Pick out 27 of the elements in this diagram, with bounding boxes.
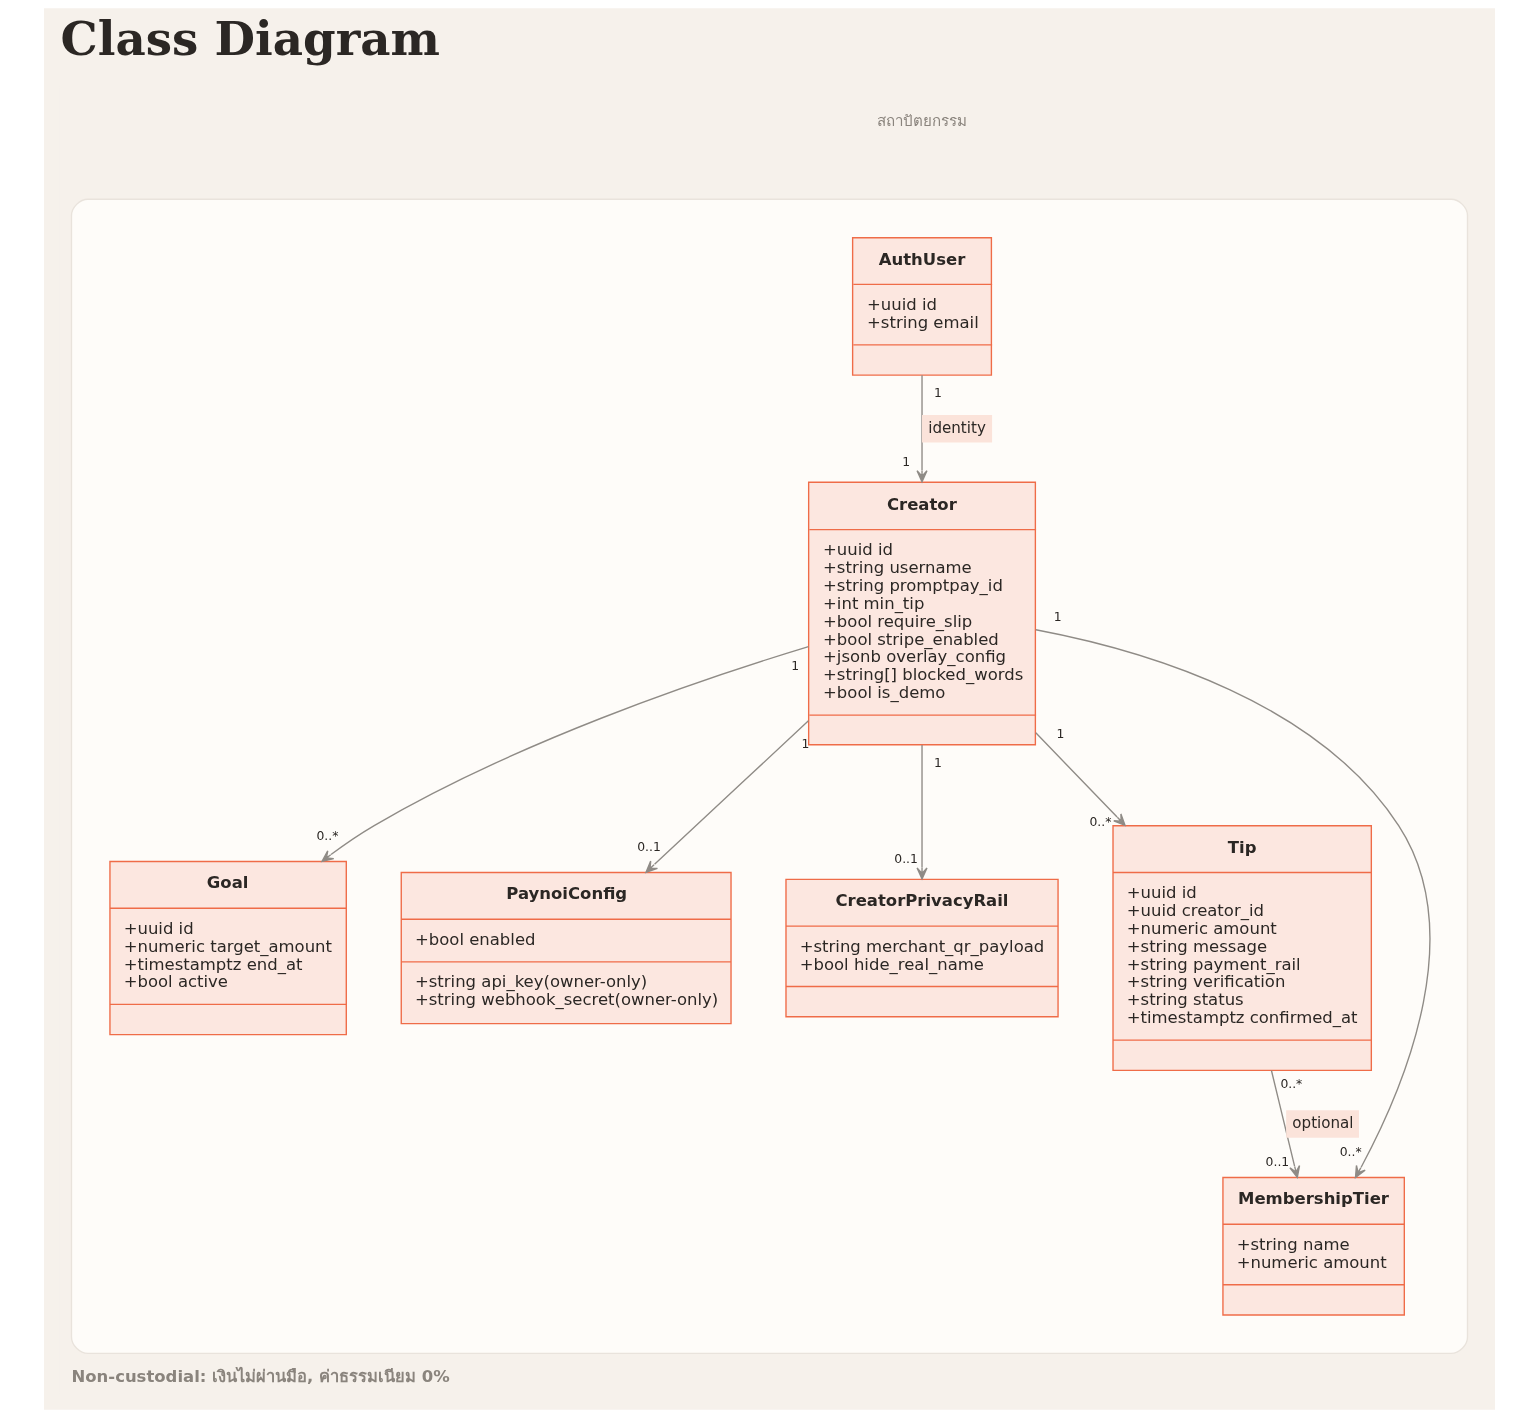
label: 1 xyxy=(801,737,810,752)
label: 1 xyxy=(791,659,800,674)
label: 0..* xyxy=(1339,1145,1362,1160)
label: 1 xyxy=(933,386,942,401)
cluster xyxy=(70,198,1469,1355)
arrow xyxy=(1035,629,1431,1179)
label: 0..1 xyxy=(637,839,661,854)
label: สถาปัตยกรรม xyxy=(877,112,968,131)
edge-label: optional xyxy=(1292,1113,1354,1132)
label: 0..1 xyxy=(1265,1154,1290,1169)
edge-label: identity xyxy=(928,418,986,437)
arrow xyxy=(916,374,928,483)
label: 0..* xyxy=(1089,814,1112,829)
label: 0..* xyxy=(1280,1077,1303,1092)
diagram-title: Class Diagram xyxy=(60,11,440,67)
caption: Non-custodial: เงินไม่ผ่านมือ, ค่าธรรมเนียม 0% xyxy=(71,1366,450,1386)
arrow xyxy=(645,720,810,873)
label: 1 xyxy=(933,756,942,771)
arrow xyxy=(1270,1069,1301,1179)
label: 1 xyxy=(1056,727,1065,742)
arrow xyxy=(916,744,928,880)
label: 1 xyxy=(902,454,911,469)
arrow xyxy=(1035,732,1126,826)
arrow xyxy=(321,645,810,863)
label: 1 xyxy=(1053,610,1062,625)
label: 0..1 xyxy=(894,852,918,866)
label: 0..* xyxy=(316,829,339,844)
